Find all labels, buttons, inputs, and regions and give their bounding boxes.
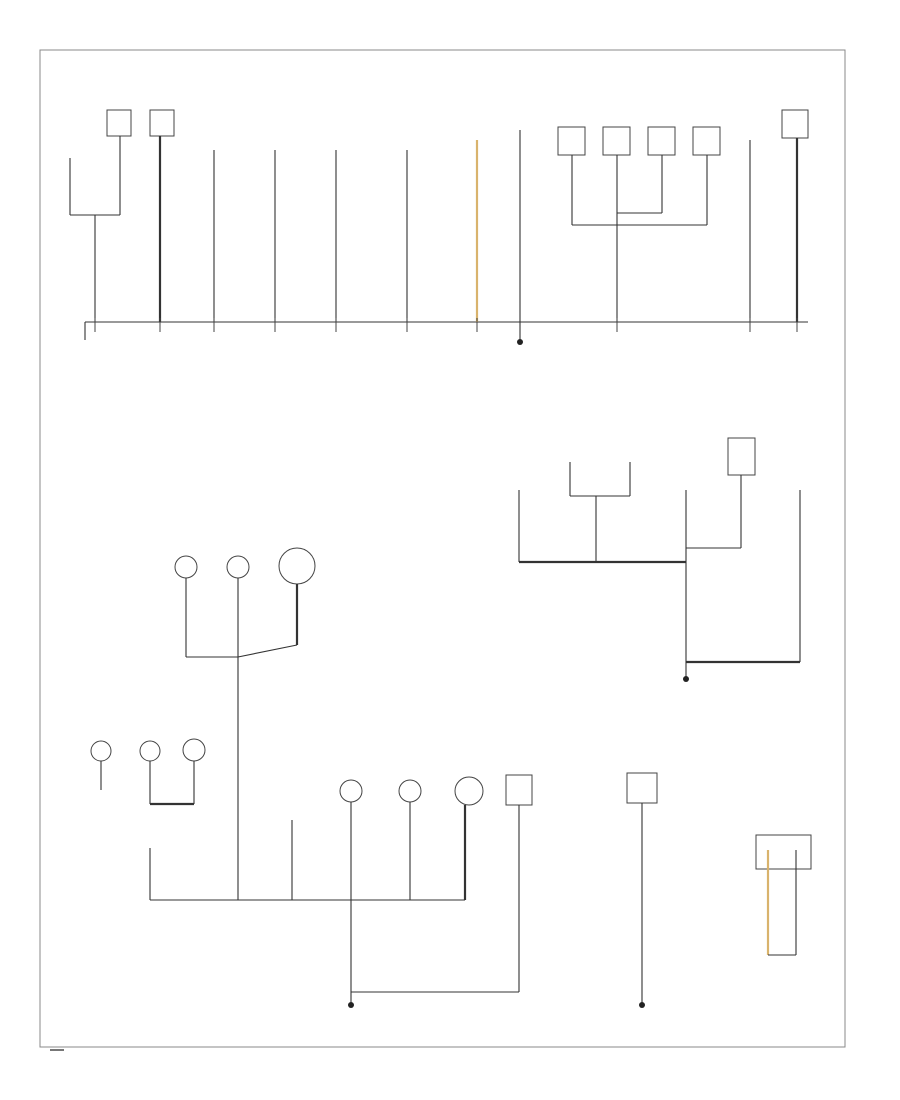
component-box-11: [602, 126, 631, 156]
component-box-15: [781, 109, 809, 139]
bottom-right-section: [626, 772, 812, 1008]
middle-right-section: [518, 437, 801, 682]
component-box-m4: [727, 437, 756, 476]
component-box-12: [647, 126, 676, 156]
diagram-frame: [39, 49, 846, 1048]
ground-point-middle-icon: [683, 676, 689, 682]
lamp-b8-icon: [454, 776, 484, 806]
lamp-section-left: [174, 547, 316, 895]
component-box-r2: [755, 834, 812, 870]
component-box-3: [149, 109, 175, 137]
wire-l3-join: [237, 644, 298, 658]
lamp-b1-icon: [90, 740, 112, 762]
top-section: [69, 109, 809, 345]
lamp-l3-icon: [278, 547, 316, 585]
ground-point-bottom-left-icon: [348, 1002, 354, 1008]
bottom-left-section: [90, 738, 533, 1008]
component-box-b9: [505, 774, 533, 806]
lamp-l1-icon: [174, 555, 198, 579]
component-box-10: [557, 126, 586, 156]
bus-connector-ticks: [94, 318, 798, 332]
lamp-b6-icon: [339, 779, 363, 803]
lamp-b3-icon: [182, 738, 206, 762]
component-box-r1: [626, 772, 658, 804]
component-box-2: [106, 109, 132, 137]
component-box-13: [692, 126, 721, 156]
lamp-b7-icon: [398, 779, 422, 803]
lamp-l2-icon: [226, 555, 250, 579]
ground-point-bottom-right-icon: [639, 1002, 645, 1008]
ground-point-top-icon: [517, 339, 523, 345]
lamp-b2-icon: [139, 740, 161, 762]
